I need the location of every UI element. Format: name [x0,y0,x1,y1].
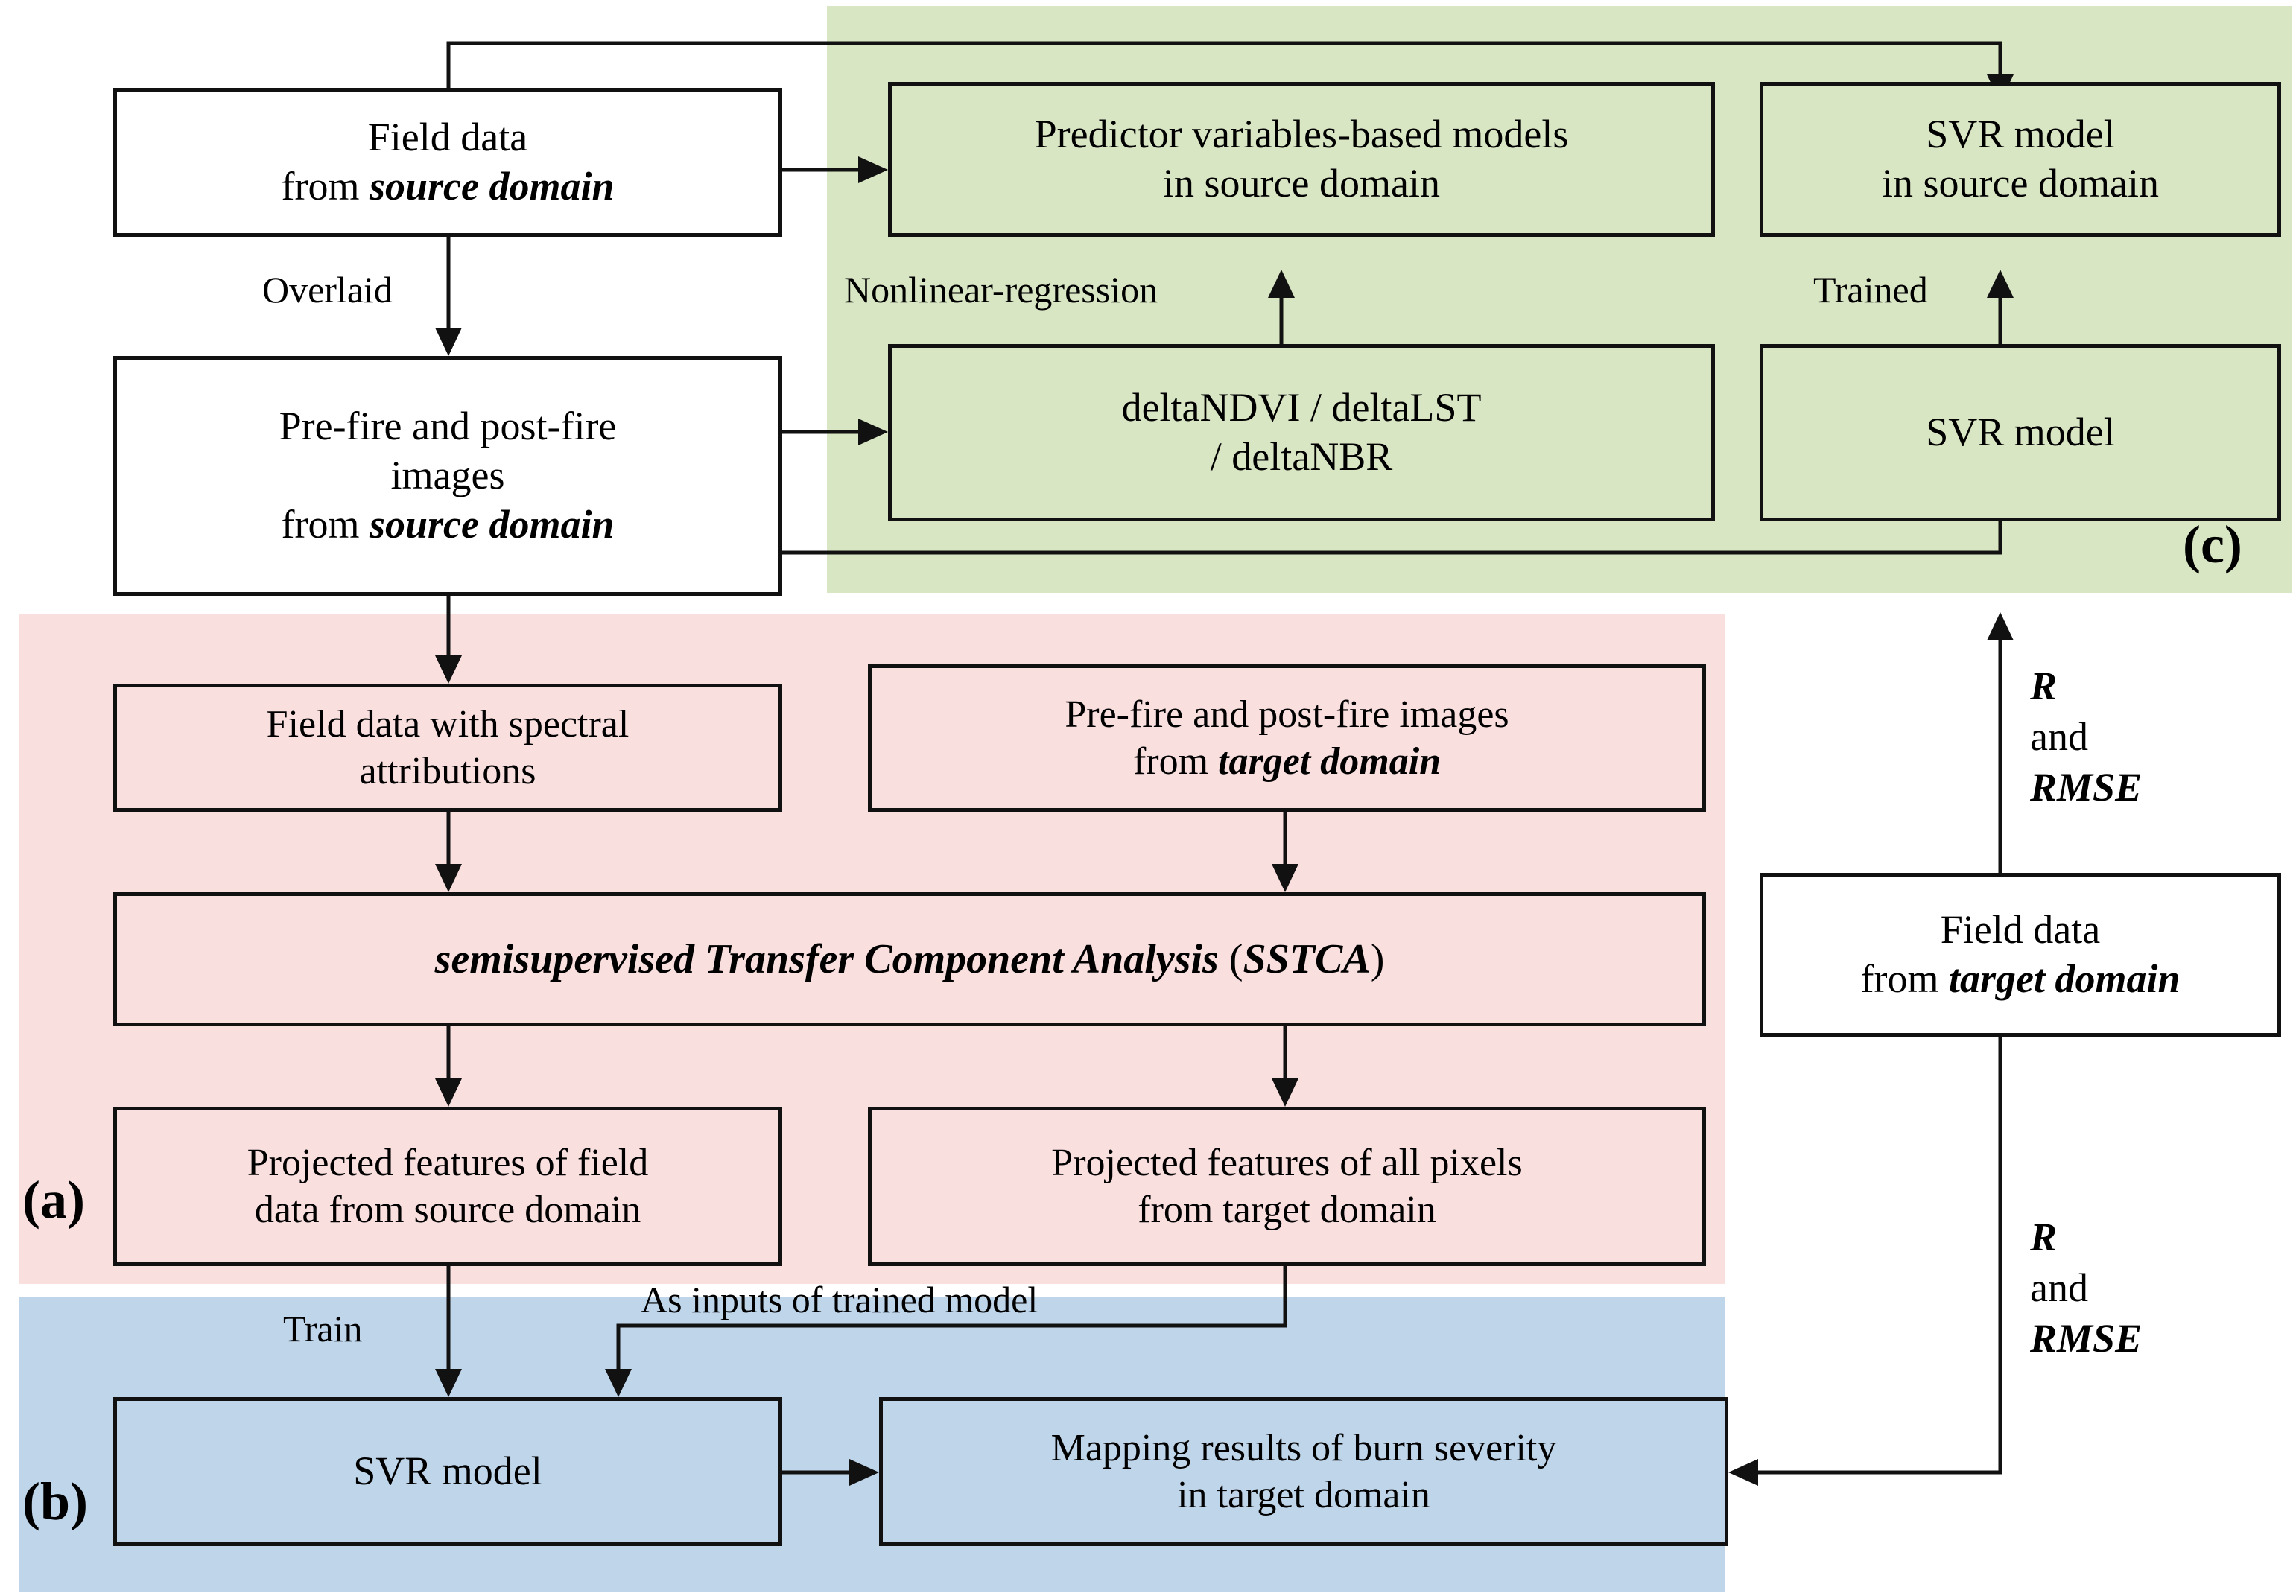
edge-label-nonlinear-regression: Nonlinear-regression [844,269,1158,311]
node-svr-model-b-line1: SVR model [353,1449,542,1494]
node-sstca[interactable]: semisupervised Transfer Component Analys… [113,892,1706,1026]
panel-tag-b: (b) [22,1472,88,1531]
edge-label-rmse-bottom: RMSE [2030,1316,2143,1361]
node-field-data-spectral-line1: Field data with spectral [266,702,630,745]
node-projected-target-line1: Projected features of all pixels [1051,1141,1523,1184]
node-field-data-spectral-line2: attributions [359,750,536,792]
node-field-data-target[interactable]: Field data from target domain [1760,873,2281,1037]
node-svr-model-source[interactable]: SVR model in source domain [1760,82,2281,237]
node-field-data-source-line2: from source domain [281,164,615,209]
node-svr-model-c-line1: SVR model [1926,410,2115,455]
node-field-data-target-line2: from target domain [1860,956,2181,1001]
node-svr-model-source-line1: SVR model [1926,112,2115,157]
node-field-data-target-line1: Field data [1940,907,2101,953]
edge-label-r-bottom: R [2030,1215,2058,1259]
node-field-data-spectral[interactable]: Field data with spectral attributions [113,684,782,812]
node-mapping-results-line1: Mapping results of burn severity [1050,1426,1557,1469]
panel-tag-a: (a) [22,1170,85,1230]
node-mapping-results-line2: in target domain [1177,1474,1430,1516]
node-prefire-postfire-source-line3: from source domain [281,501,615,547]
node-sstca-label: semisupervised Transfer Component Analys… [434,935,1385,982]
node-projected-source-line2: data from source domain [254,1189,641,1231]
node-projected-source[interactable]: Projected features of field data from so… [113,1107,782,1266]
node-prefire-postfire-source-line2: images [390,453,505,498]
node-projected-target[interactable]: Projected features of all pixels from ta… [868,1107,1706,1266]
node-projected-source-line1: Projected features of field [247,1141,649,1184]
node-mapping-results[interactable]: Mapping results of burn severity in targ… [879,1397,1728,1546]
node-prefire-postfire-target[interactable]: Pre-fire and post-fire images from targe… [868,664,1706,812]
node-delta-indices[interactable]: deltaNDVI / deltaLST / deltaNBR [888,344,1715,521]
node-prefire-postfire-source[interactable]: Pre-fire and post-fire images from sourc… [113,356,782,596]
node-prefire-postfire-target-line2: from target domain [1132,740,1442,783]
edge-label-overlaid: Overlaid [262,269,393,311]
node-predictor-models-line2: in source domain [1163,161,1440,206]
node-projected-target-line2: from target domain [1138,1189,1436,1231]
edge-label-r-top: R [2030,664,2058,708]
node-prefire-postfire-source-line1: Pre-fire and post-fire [279,404,617,449]
node-prefire-postfire-target-line1: Pre-fire and post-fire images [1065,693,1509,736]
edge-label-as-inputs-of-trained-model: As inputs of trained model [641,1279,1038,1320]
node-svr-model-b[interactable]: SVR model [113,1397,782,1546]
edge-label-train: Train [283,1308,363,1349]
node-delta-indices-line1: deltaNDVI / deltaLST [1121,385,1482,430]
edge-label-and-top: and [2030,714,2088,759]
node-delta-indices-line2: / deltaNBR [1210,434,1393,479]
node-field-data-source-line1: Field data [367,115,528,160]
edge-label-trained: Trained [1813,269,1928,311]
panel-tag-c: (c) [2183,515,2242,574]
node-predictor-models[interactable]: Predictor variables-based models in sour… [888,82,1715,237]
edge-label-rmse-top: RMSE [2030,765,2143,810]
edge-label-and-bottom: and [2030,1265,2088,1310]
node-field-data-source[interactable]: Field data from source domain [113,88,782,237]
node-svr-model-source-line2: in source domain [1882,161,2159,206]
node-predictor-models-line1: Predictor variables-based models [1034,112,1569,157]
node-svr-model-c[interactable]: SVR model [1760,344,2281,521]
